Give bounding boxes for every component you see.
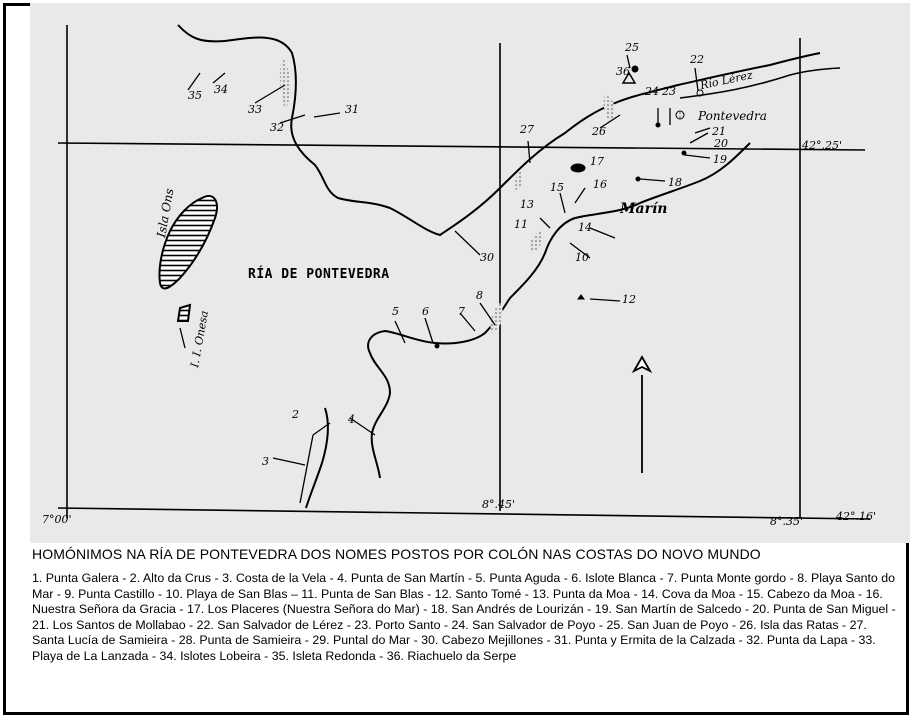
num-21: 21 [711,125,726,138]
south-coast [367,142,751,479]
num-14: 14 [578,221,592,234]
label-pontevedra: Pontevedra [697,109,767,123]
onceta-shape [176,303,192,322]
num-13: 13 [520,198,534,211]
coord-lon-right: 8°.35' [770,515,803,528]
num-17: 17 [590,155,604,168]
num-30: 30 [480,251,494,264]
coord-lat-top: 42°.25' [801,139,842,152]
coord-lon-mid: 8°.45' [482,498,515,511]
num-3: 3 [262,455,269,468]
num-4: 4 [347,413,355,426]
num-10: 10 [575,251,589,264]
num-24: 24 [644,85,659,98]
coord-lon-left: 7°00' [42,513,72,526]
num-25: 25 [624,41,639,54]
caption-title: HOMÓNIMOS NA RÍA DE PONTEVEDRA DOS NOMES… [32,546,761,562]
num-33: 33 [248,103,262,116]
beach-shading [279,58,615,333]
number-labels: 31 32 33 34 35 36 25 22 24 23 26 27 21 2… [188,41,728,468]
num-11: 11 [514,218,528,231]
coord-lat-bottom: 42°.16' [835,510,876,523]
num-32: 32 [270,121,284,134]
num-12: 12 [622,293,636,306]
num-15: 15 [550,181,564,194]
num-8: 8 [476,289,483,302]
leader-lines [179,54,711,504]
southwest-coast [305,407,329,509]
num-5: 5 [392,305,399,318]
coastline [177,24,821,237]
map-grid [57,25,871,520]
caption-body: 1. Punta Galera - 2. Alto da Crus - 3. C… [32,571,896,663]
river-lerez [679,67,841,99]
num-19: 19 [713,153,727,166]
town-markers [434,65,704,349]
num-7: 7 [458,305,465,318]
num-18: 18 [668,176,682,189]
label-marin: Marín [619,201,667,217]
num-26: 26 [591,125,606,138]
map-figure: Isla Ons I. I. Onesa RÍA DE PONTEVEDRA P… [30,3,910,543]
num-16: 16 [593,178,607,191]
num-27: 27 [519,123,534,136]
map-title: RÍA DE PONTEVEDRA [248,266,390,282]
num-2: 2 [291,408,299,421]
num-22: 22 [689,53,704,66]
num-6: 6 [422,305,429,318]
num-20: 20 [713,137,728,150]
num-23: 23 [661,85,676,98]
north-arrow [631,355,653,473]
num-34: 34 [214,83,228,96]
num-35: 35 [188,89,202,102]
num-36: 36 [616,65,630,78]
num-31: 31 [345,103,359,116]
isla-ons-shape [158,195,218,290]
